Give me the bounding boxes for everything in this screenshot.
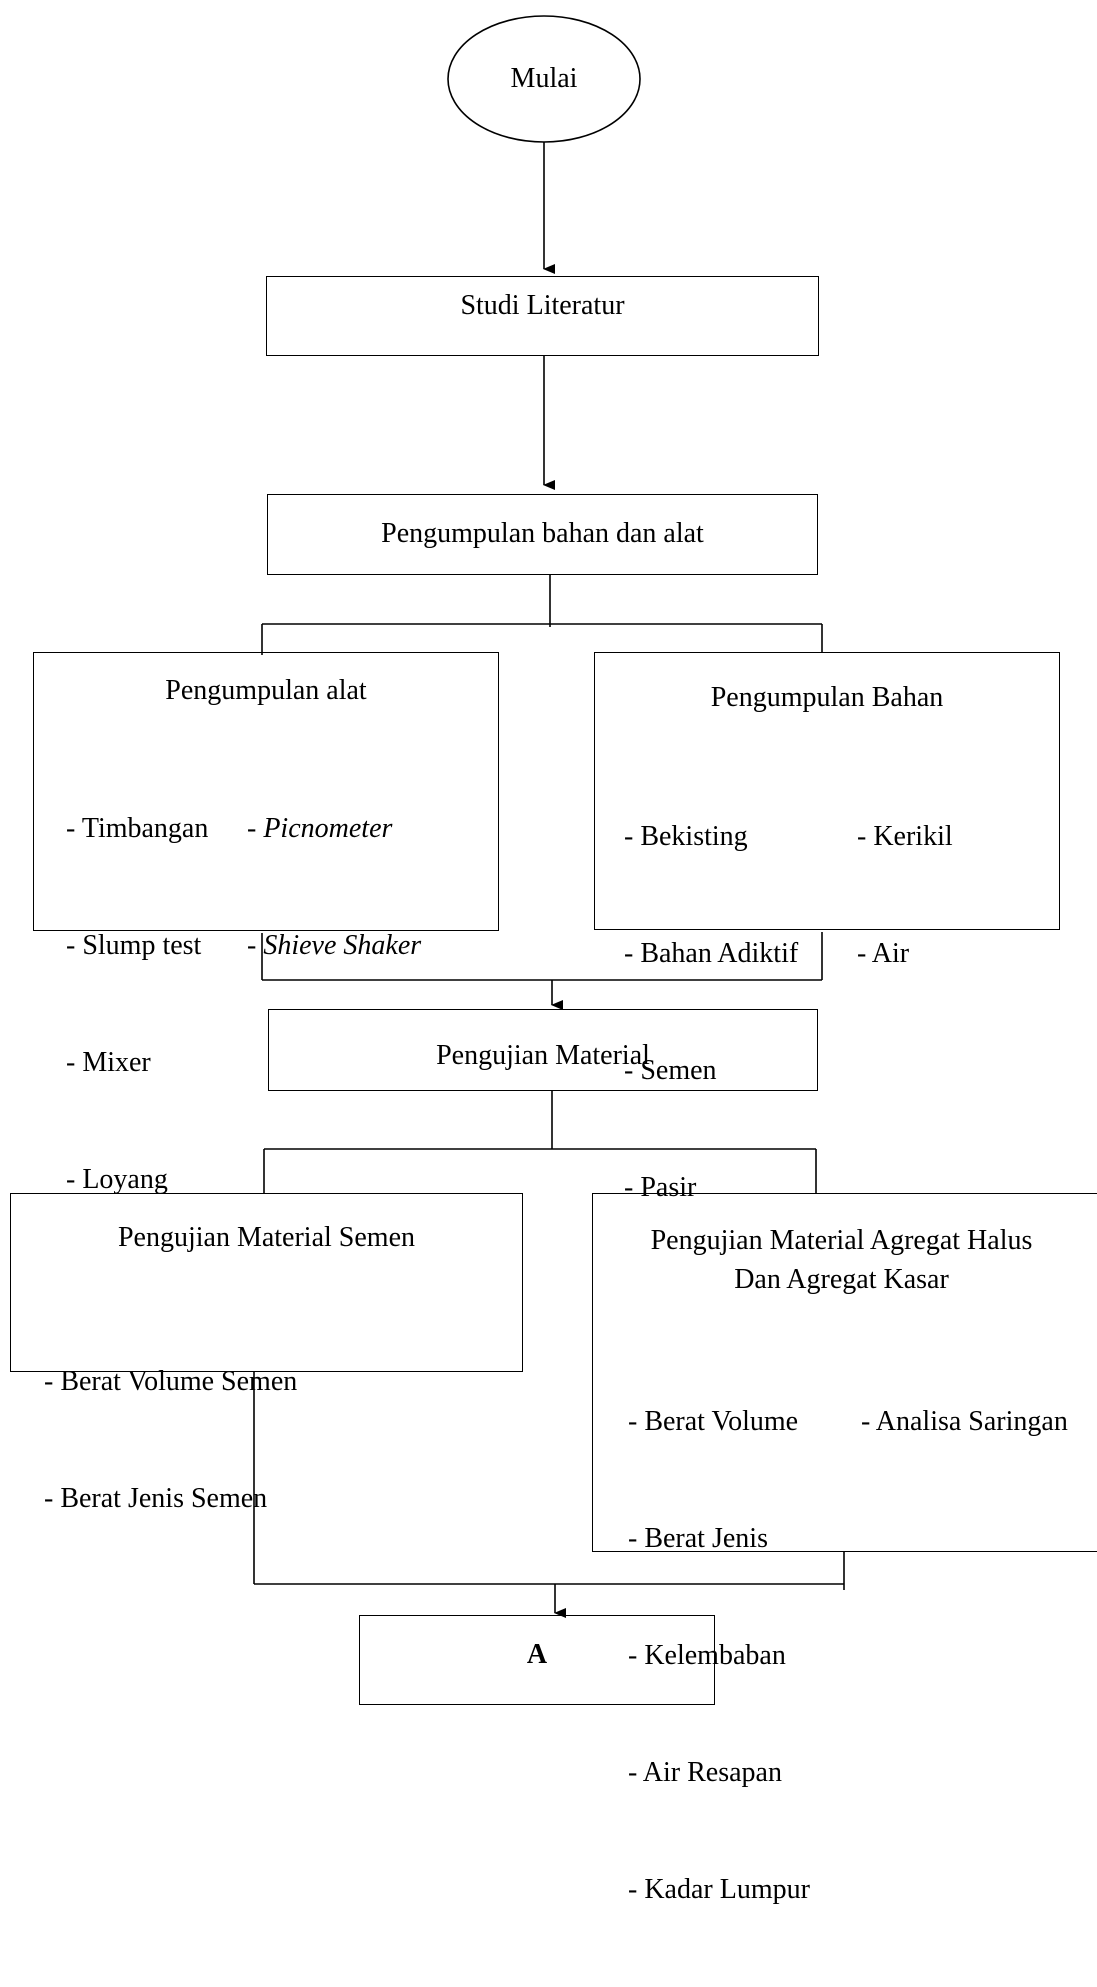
bahan-item: - Bekisting — [624, 821, 748, 852]
alat-italic-dash: - — [247, 930, 257, 961]
flowchart-connectors — [253, 15, 845, 1618]
bahan-list-col2: - Kerikil - Air — [857, 739, 953, 1051]
alat-item: - Timbangan — [66, 813, 209, 844]
agregat-item: - Berat Volume — [628, 1406, 799, 1437]
start-label: Mulai — [510, 63, 578, 94]
agregat-title: Pengujian Material Agregat Halus Dan Agr… — [585, 1221, 1097, 1299]
alat-italic-item: Picnometer — [263, 813, 393, 844]
agregat-item: - Analisa Saringan — [861, 1406, 1068, 1437]
alat-list-italic: - Picnometer - Shieve Shaker — [247, 731, 421, 1043]
alat-item: - Mixer — [66, 1047, 151, 1078]
agregat-title-line2: Dan Agregat Kasar — [734, 1264, 949, 1295]
agregat-item: - Kelembaban — [628, 1640, 786, 1671]
bahan-item: - Semen — [624, 1055, 717, 1086]
alat-list-main: - Timbangan - Slump test - Mixer - Loyan… — [66, 731, 208, 1277]
semen-list: - Berat Volume Semen - Berat Jenis Semen — [44, 1284, 297, 1596]
semen-box: Pengujian Material Semen - Berat Volume … — [10, 1193, 523, 1514]
alat-italic-item: Shieve Shaker — [263, 930, 422, 961]
bahan-item: - Bahan Adiktif — [624, 938, 799, 969]
pengujian-box: Pengujian Material — [268, 1009, 818, 1091]
alat-italic-dash: - — [247, 813, 257, 844]
agregat-title-line1: Pengujian Material Agregat Halus — [650, 1225, 1033, 1256]
pengumpulan-label: Pengumpulan bahan dan alat — [381, 518, 704, 549]
agregat-list-col2: - Analisa Saringan — [861, 1324, 1068, 1519]
studi-literatur-box: Studi Literatur — [266, 276, 819, 356]
alat-title: Pengumpulan alat — [165, 675, 367, 706]
alat-box: Pengumpulan alat - Timbangan - Slump tes… — [33, 652, 499, 1195]
semen-title: Pengujian Material Semen — [117, 1222, 416, 1253]
pengujian-label: Pengujian Material — [436, 1040, 650, 1071]
bahan-item: - Kerikil — [857, 821, 953, 852]
agregat-item: - Air Resapan — [628, 1757, 782, 1788]
studi-literatur-label: Studi Literatur — [460, 290, 625, 321]
semen-item: - Berat Jenis Semen — [44, 1483, 268, 1514]
agregat-box: Pengujian Material Agregat Halus Dan Agr… — [592, 1193, 1097, 1905]
bahan-title: Pengumpulan Bahan — [710, 682, 944, 713]
connector-a-box: A — [359, 1615, 715, 1705]
agregat-item: - Berat Jenis — [628, 1523, 768, 1554]
bahan-box: Pengumpulan Bahan - Bekisting - Bahan Ad… — [594, 652, 1060, 1203]
semen-item: - Berat Volume Semen — [44, 1366, 298, 1397]
bahan-item: - Air — [857, 938, 910, 969]
pengumpulan-box: Pengumpulan bahan dan alat — [267, 494, 818, 575]
agregat-item: - Kadar Lumpur — [628, 1874, 810, 1905]
alat-item: - Slump test — [66, 930, 202, 961]
bahan-list-col1: - Bekisting - Bahan Adiktif - Semen - Pa… — [624, 739, 798, 1285]
alat-item: - Loyang — [66, 1164, 168, 1195]
connector-a-label: A — [526, 1639, 548, 1670]
bahan-item: - Pasir — [624, 1172, 697, 1203]
